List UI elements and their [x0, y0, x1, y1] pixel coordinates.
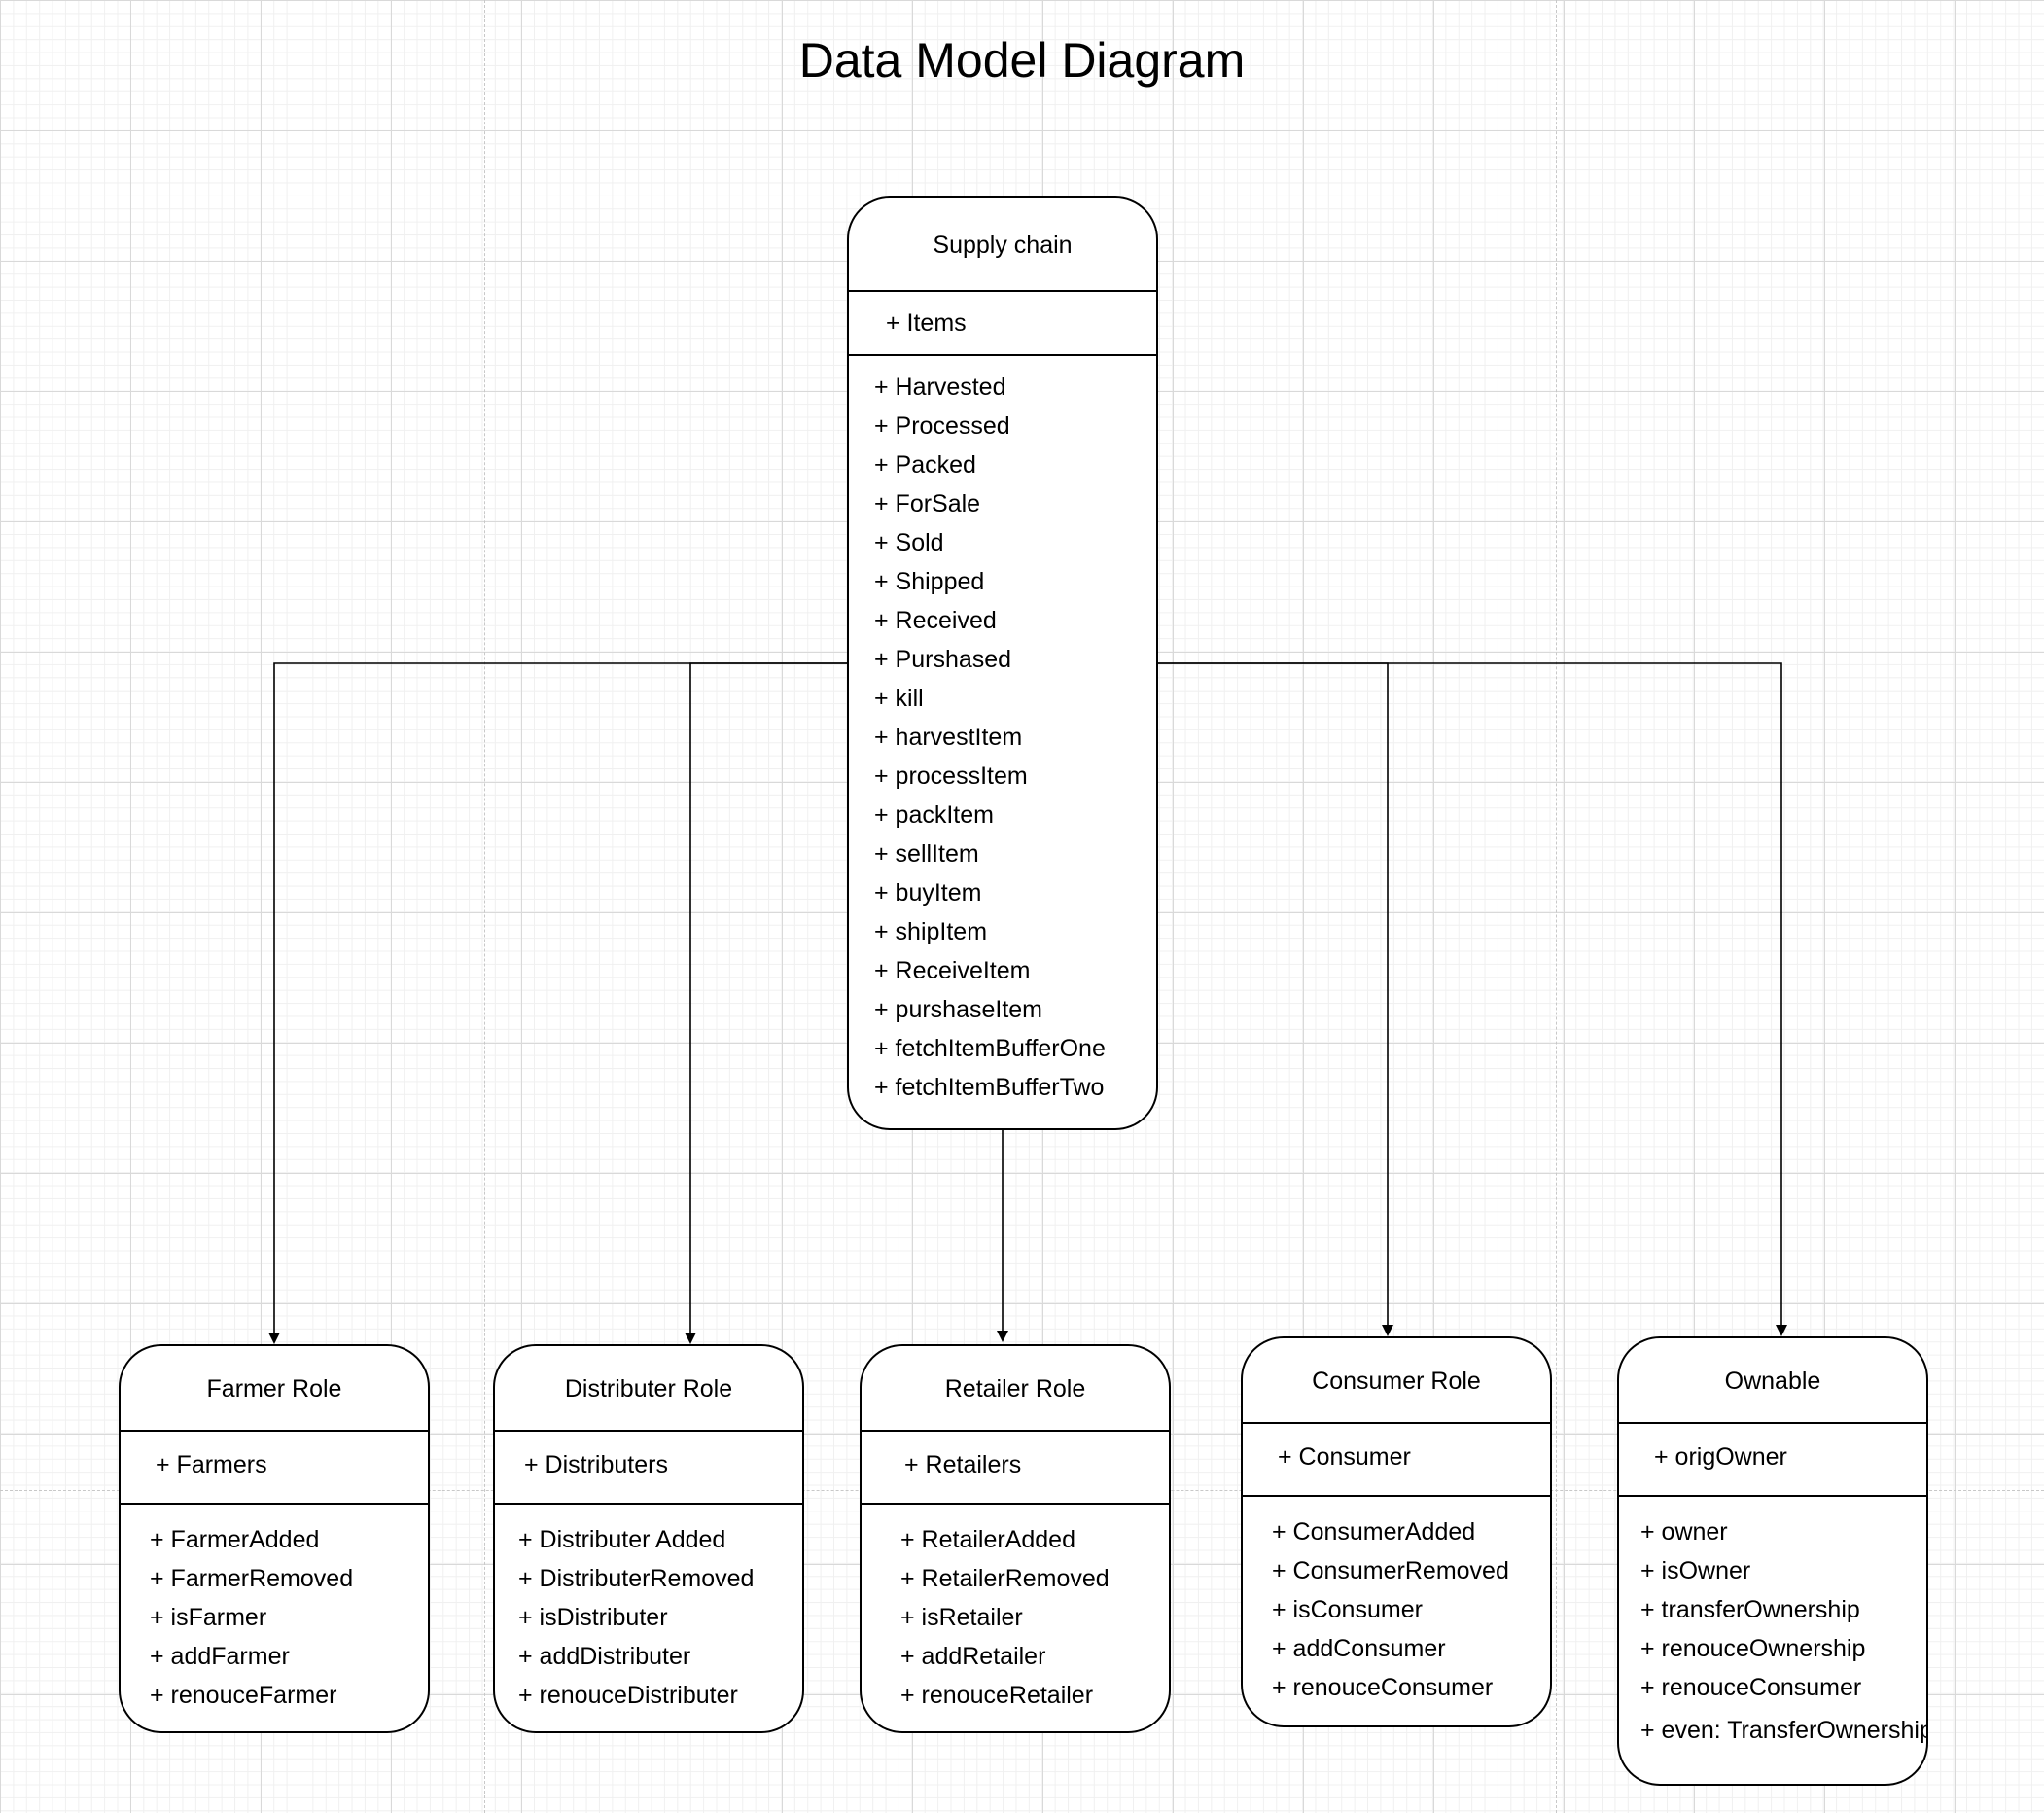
method-item: + Distributer Added — [518, 1526, 726, 1553]
class-name: Supply chain — [849, 198, 1156, 292]
method-item: + ConsumerAdded — [1272, 1518, 1476, 1546]
supply-chain-class[interactable]: Supply chain + Items + Harvested + Proce… — [847, 196, 1158, 1130]
method-item: + processItem — [874, 763, 1028, 790]
connector-farmer — [268, 662, 847, 1344]
method-item: + RetailerAdded — [900, 1526, 1075, 1553]
method-item: + kill — [874, 685, 924, 712]
method-item: + addFarmer — [150, 1643, 290, 1670]
diagram-title: Data Model Diagram — [798, 33, 1246, 88]
page-guide-vertical — [1556, 0, 1557, 1813]
method-item: + addDistributer — [518, 1643, 691, 1670]
class-attributes: + Items — [849, 292, 1156, 356]
method-item: + sellItem — [874, 840, 979, 868]
method-item: + ReceiveItem — [874, 957, 1031, 984]
method-item: + DistributerRemoved — [518, 1565, 755, 1592]
method-item: + isConsumer — [1272, 1596, 1423, 1623]
method-item: + even: TransferOwnership — [1640, 1717, 1928, 1744]
method-item: + fetchItemBufferTwo — [874, 1074, 1105, 1101]
method-item: + harvestItem — [874, 724, 1023, 751]
class-name: Distributer Role — [495, 1346, 802, 1432]
class-methods: + RetailerAdded + RetailerRemoved + isRe… — [862, 1505, 1169, 1715]
method-item: + isRetailer — [900, 1604, 1023, 1631]
connector-distributer — [685, 662, 847, 1344]
class-attributes: + Farmers — [121, 1432, 428, 1505]
method-item: + Harvested — [874, 373, 1006, 401]
method-item: + FarmerRemoved — [150, 1565, 354, 1592]
class-methods: + ConsumerAdded + ConsumerRemoved + isCo… — [1243, 1497, 1550, 1707]
method-item: + transferOwnership — [1640, 1596, 1860, 1623]
method-item: + shipItem — [874, 918, 988, 945]
attribute-item: + Consumer — [1278, 1443, 1411, 1471]
method-item: + renouceRetailer — [900, 1682, 1094, 1709]
attribute-item: + Retailers — [904, 1451, 1022, 1478]
method-item: + RetailerRemoved — [900, 1565, 1110, 1592]
retailer-role-class[interactable]: Retailer Role + Retailers + RetailerAdde… — [860, 1344, 1171, 1733]
method-item: + renouceConsumer — [1640, 1674, 1862, 1701]
method-item: + isFarmer — [150, 1604, 267, 1631]
class-name: Farmer Role — [121, 1346, 428, 1432]
class-methods: + Harvested + Processed + Packed + ForSa… — [849, 356, 1156, 1107]
class-attributes: + Distributers — [495, 1432, 802, 1505]
distributer-role-class[interactable]: Distributer Role + Distributers + Distri… — [493, 1344, 804, 1733]
class-name: Ownable — [1619, 1338, 1926, 1424]
attribute-item: + Distributers — [524, 1451, 668, 1478]
method-item: + renouceDistributer — [518, 1682, 738, 1709]
method-item: + renouceFarmer — [150, 1682, 337, 1709]
method-item: + purshaseItem — [874, 996, 1043, 1023]
method-item: + Shipped — [874, 568, 985, 595]
method-item: + buyItem — [874, 879, 982, 906]
class-methods: + FarmerAdded + FarmerRemoved + isFarmer… — [121, 1505, 428, 1715]
method-item: + packItem — [874, 801, 994, 829]
method-item: + Sold — [874, 529, 944, 556]
method-item: + FarmerAdded — [150, 1526, 320, 1553]
method-item: + Packed — [874, 451, 976, 479]
ownable-class[interactable]: Ownable + origOwner + owner + isOwner + … — [1617, 1336, 1928, 1786]
class-methods: + owner + isOwner + transferOwnership + … — [1619, 1497, 1926, 1750]
class-attributes: + Consumer — [1243, 1424, 1550, 1497]
class-name: Retailer Role — [862, 1346, 1169, 1432]
class-name: Consumer Role — [1243, 1338, 1550, 1424]
method-item: + Processed — [874, 412, 1010, 440]
connector-consumer — [1158, 662, 1393, 1336]
method-item: + isOwner — [1640, 1557, 1751, 1584]
method-item: + ForSale — [874, 490, 981, 517]
method-item: + isDistributer — [518, 1604, 668, 1631]
class-attributes: + origOwner — [1619, 1424, 1926, 1497]
page-guide-vertical — [484, 0, 485, 1813]
method-item: + owner — [1640, 1518, 1728, 1546]
attribute-item: + Items — [886, 309, 967, 337]
class-methods: + Distributer Added + DistributerRemoved… — [495, 1505, 802, 1715]
connector-ownable — [1158, 662, 1787, 1336]
method-item: + fetchItemBufferOne — [874, 1035, 1106, 1062]
method-item: + renouceConsumer — [1272, 1674, 1494, 1701]
method-item: + Purshased — [874, 646, 1012, 673]
method-item: + ConsumerRemoved — [1272, 1557, 1509, 1584]
method-item: + Received — [874, 607, 997, 634]
method-item: + renouceOwnership — [1640, 1635, 1866, 1662]
attribute-item: + Farmers — [156, 1451, 267, 1478]
class-attributes: + Retailers — [862, 1432, 1169, 1505]
method-item: + addRetailer — [900, 1643, 1046, 1670]
farmer-role-class[interactable]: Farmer Role + Farmers + FarmerAdded + Fa… — [119, 1344, 430, 1733]
method-item: + addConsumer — [1272, 1635, 1446, 1662]
attribute-item: + origOwner — [1654, 1443, 1787, 1471]
consumer-role-class[interactable]: Consumer Role + Consumer + ConsumerAdded… — [1241, 1336, 1552, 1727]
